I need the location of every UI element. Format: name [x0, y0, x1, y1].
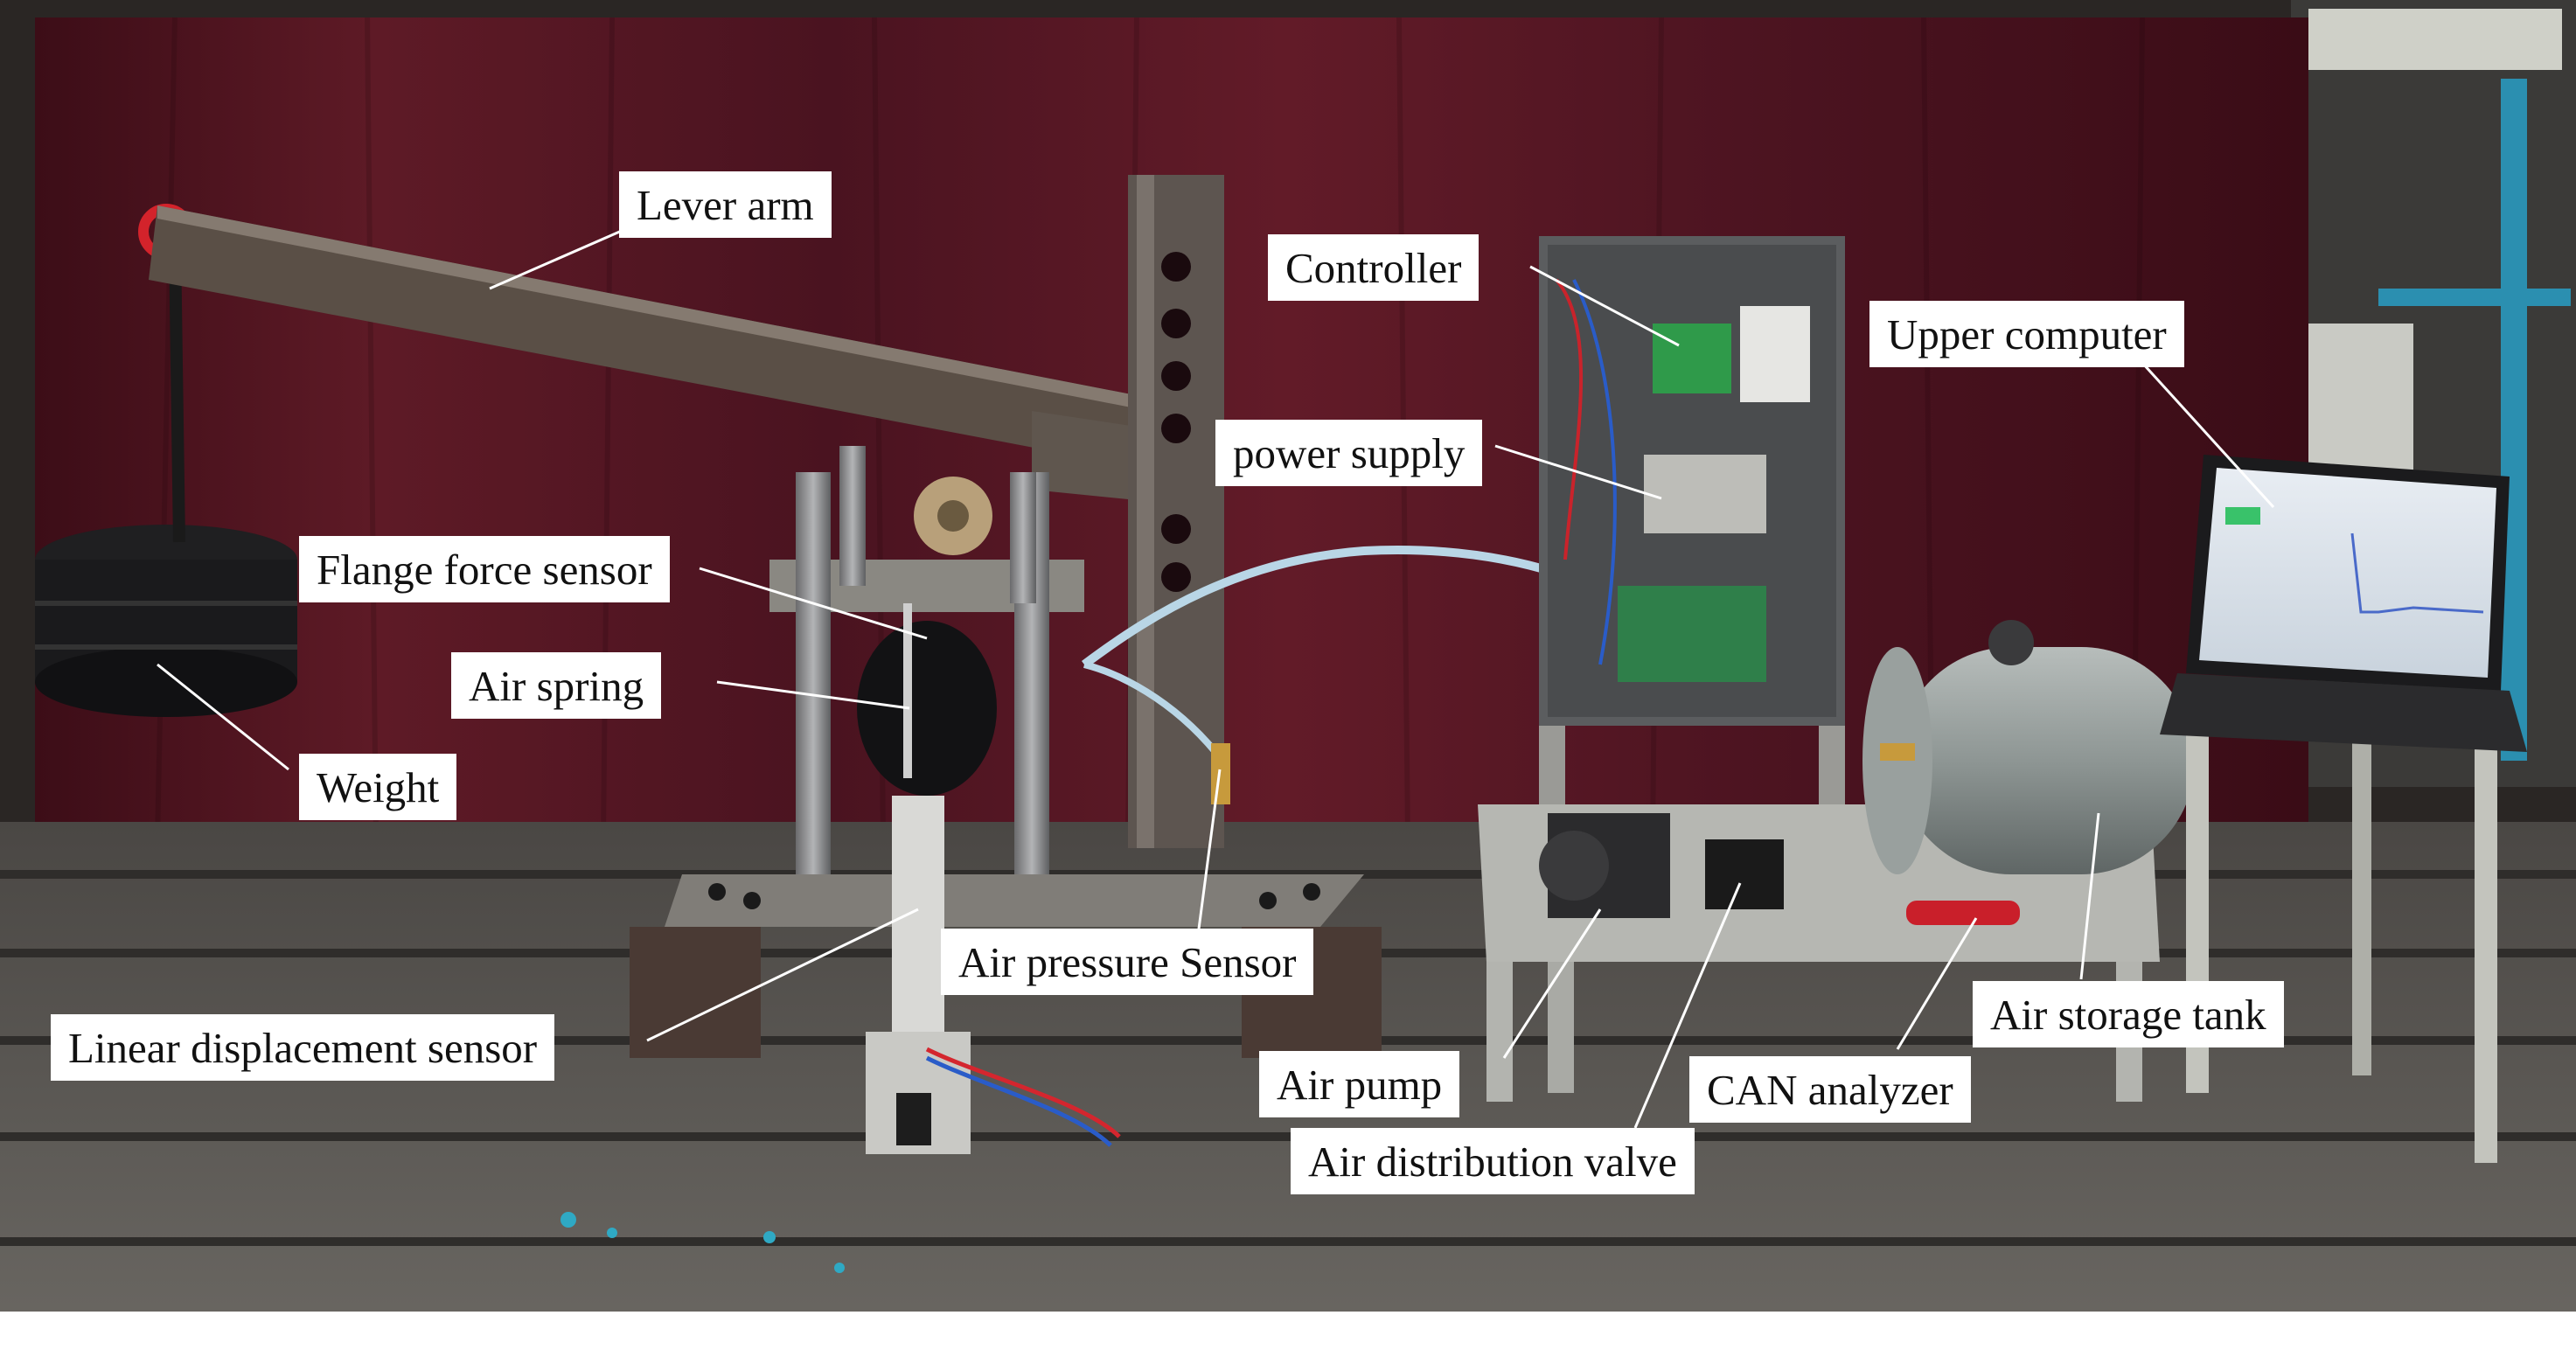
label-linear-displacement-sensor: Linear displacement sensor	[51, 1014, 555, 1081]
leader-air-pump	[1502, 908, 1602, 1059]
leader-flange-force-sensor	[699, 567, 928, 640]
label-weight: Weight	[299, 754, 457, 820]
label-flange-force-sensor: Flange force sensor	[299, 536, 670, 602]
leader-air-distribution-valve	[1633, 882, 1742, 1129]
leader-linear-displacement-sensor	[646, 908, 919, 1042]
leader-can-analyzer	[1896, 917, 1978, 1050]
leader-controller	[1529, 265, 1680, 347]
label-can-analyzer: CAN analyzer	[1689, 1056, 1971, 1123]
label-air-distribution-valve: Air distribution valve	[1291, 1128, 1695, 1194]
label-air-pressure-sensor: Air pressure Sensor	[941, 929, 1314, 995]
leader-weight	[157, 663, 289, 771]
leader-upper-computer	[2141, 361, 2275, 509]
label-air-storage-tank: Air storage tank	[1973, 981, 2284, 1047]
leader-air-storage-tank	[2079, 812, 2100, 980]
label-controller: Controller	[1268, 234, 1479, 301]
leader-lever-arm	[489, 226, 630, 290]
leader-air-spring	[716, 680, 910, 710]
leader-air-pressure-sensor	[1196, 769, 1222, 936]
label-air-spring: Air spring	[451, 652, 662, 719]
label-air-pump: Air pump	[1259, 1051, 1460, 1117]
label-power-supply: power supply	[1215, 420, 1483, 486]
leader-power-supply	[1494, 444, 1662, 500]
label-lever-arm: Lever arm	[619, 171, 832, 238]
label-upper-computer: Upper computer	[1869, 301, 2184, 367]
